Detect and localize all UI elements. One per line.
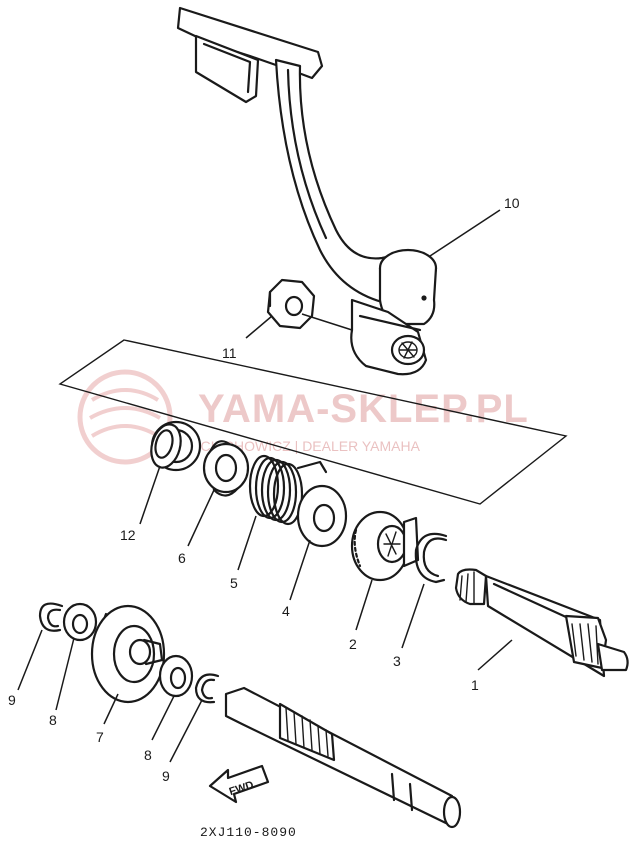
part-label-11: 11	[222, 345, 237, 361]
washer-left	[62, 602, 98, 642]
idler-gear	[90, 604, 166, 704]
watermark-tagline: ...ICIECHOWICZ | DEALER YAMAHA	[185, 438, 421, 454]
watermark-brand: YAMA-SKLEP.PL	[198, 387, 529, 431]
watermark: YAMA-SKLEP.PL ...ICIECHOWICZ | DEALER YA…	[77, 369, 529, 465]
part-label-12: 12	[120, 527, 136, 543]
circlip-right	[194, 673, 220, 704]
drawing-code: 2XJ110-8090	[200, 825, 297, 840]
leader-11-to-lever	[301, 313, 353, 331]
part-label-8-right: 8	[144, 747, 152, 763]
kick-shaft	[454, 568, 629, 678]
forward-direction-arrow: FWD	[208, 764, 270, 804]
callout-leaders	[17, 209, 513, 763]
part-label-4: 4	[282, 603, 290, 619]
part-label-3: 3	[393, 653, 401, 669]
part-labels: 10 11 12 6 5 4 2 3 1 9 8 7 8 9	[8, 195, 520, 784]
part-label-9-right: 9	[162, 768, 170, 784]
nut	[266, 278, 316, 330]
part-label-6: 6	[178, 550, 186, 566]
part-label-1: 1	[471, 677, 479, 693]
torsion-spring	[248, 454, 328, 526]
circlip-left	[38, 602, 64, 632]
ratchet	[350, 510, 420, 582]
washer	[296, 484, 348, 548]
kick-lever	[176, 6, 438, 376]
part-label-8-left: 8	[49, 712, 57, 728]
subassembly-outline	[58, 339, 568, 505]
circlip	[414, 532, 448, 584]
part-label-2: 2	[349, 636, 357, 652]
part-label-9-left: 9	[8, 692, 16, 708]
part-label-7: 7	[96, 729, 104, 745]
part-label-5: 5	[230, 575, 238, 591]
part-label-10: 10	[504, 195, 520, 211]
main-shaft	[224, 686, 462, 829]
washer-right	[158, 654, 194, 698]
oil-seal	[150, 420, 202, 472]
collar	[202, 440, 250, 497]
watermark-logo	[77, 369, 173, 465]
